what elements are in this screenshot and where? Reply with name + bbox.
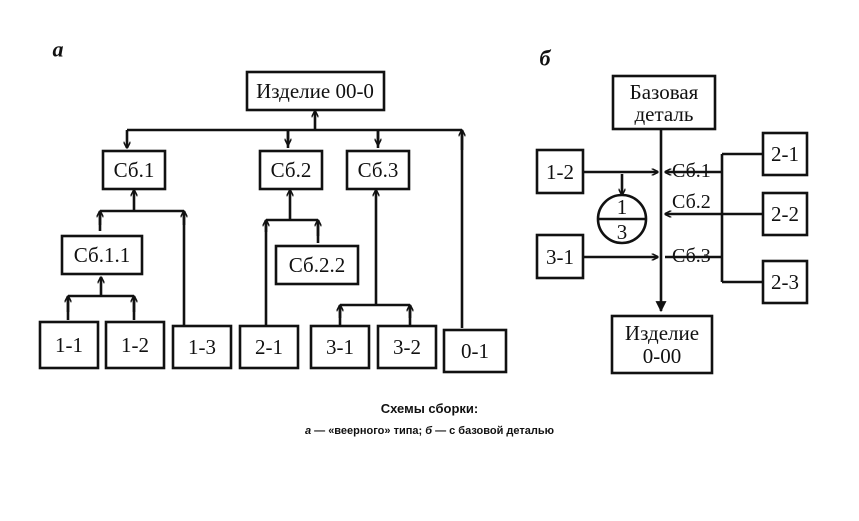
part-2-1-node-b: 2-1 [761,131,809,177]
part-1-3-node: 1-3 [171,324,233,370]
diagram-a-label: а [53,37,64,62]
subassembly-sb3-node: Сб.3 [345,149,411,191]
svg-text:3-1: 3-1 [546,245,574,269]
product-root-node: Изделие 00-0 [245,70,386,112]
caption-label-b: б [425,425,433,437]
subassembly-sb2-node: Сб.2 [258,149,324,191]
part-1-1-node: 1-1 [38,320,100,370]
svg-text:Сб.1: Сб.1 [114,158,155,182]
svg-text:3-2: 3-2 [393,335,421,359]
stage-label-sb1: Сб.1 [672,160,711,182]
svg-text:2-1: 2-1 [771,142,799,166]
figure-caption-title: Схемы сборки: [380,401,479,416]
subassembly-sb2-2-node: Сб.2.2 [274,244,360,286]
svg-text:3-1: 3-1 [326,335,354,359]
svg-text:1-1: 1-1 [55,333,83,357]
part-3-1-node: 3-1 [309,324,371,370]
caption-text-b: — с базовой деталью [432,425,555,437]
svg-text:Сб.2.2: Сб.2.2 [289,253,345,277]
svg-text:Сб.2: Сб.2 [271,158,312,182]
part-2-1-node: 2-1 [238,324,300,370]
stage-label-sb3: Сб.3 [672,245,711,267]
part-2-3-node-b: 2-3 [761,259,809,305]
svg-text:Сб.1.1: Сб.1.1 [74,243,130,267]
svg-text:2-3: 2-3 [771,270,799,294]
svg-text:Изделие 00-0: Изделие 00-0 [256,79,374,103]
svg-text:0-00: 0-00 [643,344,682,368]
svg-text:3: 3 [617,220,628,244]
svg-text:1-2: 1-2 [546,160,574,184]
svg-text:Сб.3: Сб.3 [358,158,399,182]
svg-text:2-2: 2-2 [771,202,799,226]
part-1-2-node-b: 1-2 [535,148,585,195]
stage-label-sb2: Сб.2 [672,191,711,213]
svg-text:1-3: 1-3 [188,335,216,359]
part-1-2-node: 1-2 [104,320,166,370]
figure-caption-subtitle: а — «веерного» типа; б — с базовой детал… [0,425,859,437]
svg-text:Изделие: Изделие [625,321,699,345]
svg-text:Базовая: Базовая [630,80,699,104]
part-3-2-node: 3-2 [376,324,438,370]
svg-text:2-1: 2-1 [255,335,283,359]
diagram-a-connectors [68,111,462,328]
base-part-node: Базовая деталь [611,74,717,131]
diagram-b-label: б [540,46,552,71]
fan-type-diagram: а [38,37,508,374]
part-3-1-node-b: 3-1 [535,233,585,280]
part-0-1-node: 0-1 [442,328,508,374]
subassembly-sb1-1-node: Сб.1.1 [60,234,144,276]
svg-text:1-2: 1-2 [121,333,149,357]
circle-marker: 1 3 [596,193,648,245]
base-part-diagram: б Базовая деталь Изделие 0-00 1-2 [535,46,809,375]
product-node: Изделие 0-00 [610,314,714,375]
svg-text:1: 1 [617,195,628,219]
svg-text:деталь: деталь [634,102,693,126]
caption-text-a: — «веерного» типа; [311,425,426,437]
subassembly-sb1-node: Сб.1 [101,149,167,191]
caption-label-a: а [304,425,312,437]
part-2-2-node-b: 2-2 [761,191,809,237]
svg-text:0-1: 0-1 [461,339,489,363]
